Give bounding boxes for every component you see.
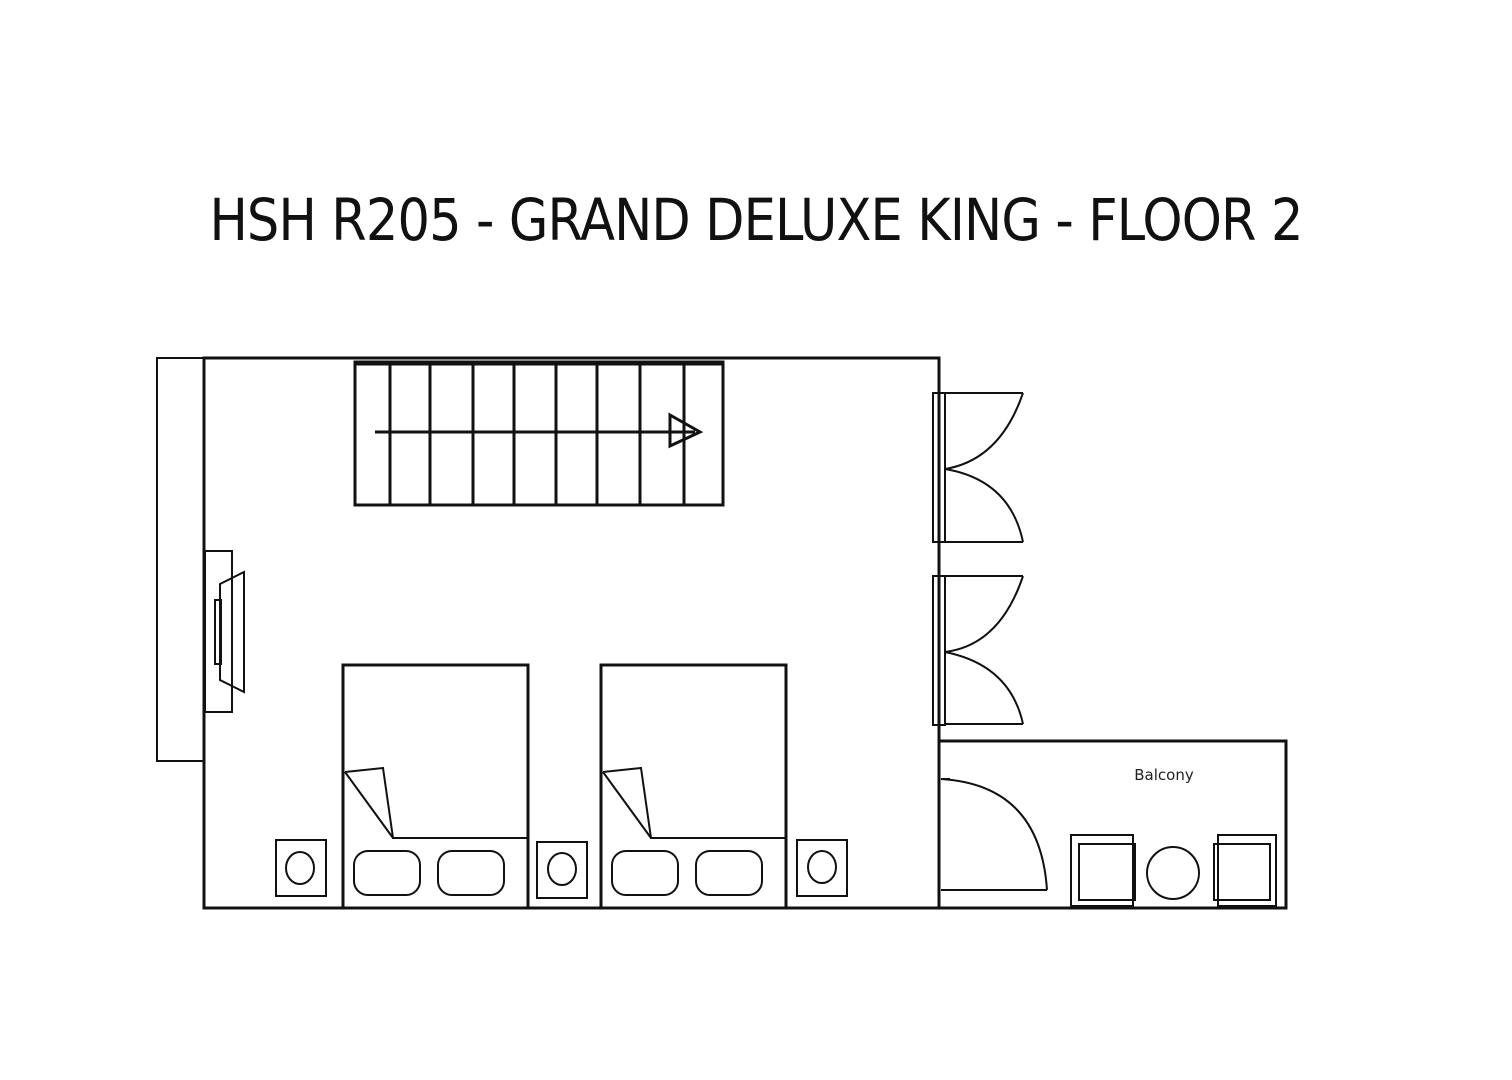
bed-right	[599, 663, 788, 910]
balcony-door	[940, 778, 1048, 891]
balcony-chair-left	[1070, 834, 1136, 907]
nightstand-middle	[536, 841, 588, 899]
main-room-outline	[202, 356, 941, 910]
balcony-chair-right	[1213, 834, 1277, 907]
balcony-label: Balcony	[1134, 766, 1194, 784]
balcony-outline	[937, 739, 1288, 910]
nightstand-right	[796, 839, 848, 897]
nightstand-left	[275, 839, 327, 897]
arrow-head-icon	[668, 412, 704, 449]
bed-left	[341, 663, 530, 910]
left-wall-strip	[156, 357, 205, 762]
wardrobe-doors-lower	[932, 575, 1024, 726]
floor-plan-title: HSH R205 - GRAND DELUXE KING - FLOOR 2	[209, 186, 1303, 254]
tv-unit	[204, 550, 245, 713]
wardrobe-doors-upper	[932, 392, 1024, 543]
staircase	[353, 360, 725, 507]
balcony-table	[1146, 846, 1200, 900]
